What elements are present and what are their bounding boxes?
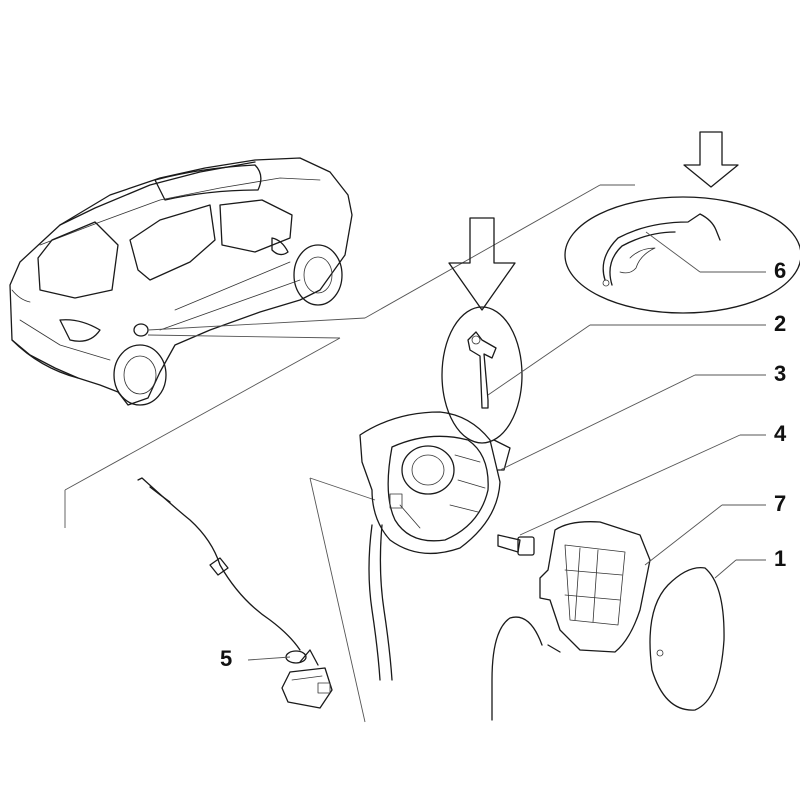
detail-ellipse-part-6 xyxy=(564,196,800,314)
callout-3: 3 xyxy=(774,361,786,386)
callout-5: 5 xyxy=(220,646,232,671)
part-3-filler-housing xyxy=(359,411,511,681)
view-projection-lines xyxy=(64,184,635,723)
callout-6: 6 xyxy=(774,258,786,283)
part-1-flap-cover xyxy=(649,566,725,711)
part-4-screw xyxy=(497,534,535,556)
car-fuel-door-icon xyxy=(133,323,149,337)
callout-leaders xyxy=(247,231,766,661)
detail-ellipse-part-2 xyxy=(441,306,523,444)
callout-4: 4 xyxy=(774,421,787,446)
callout-labels: 6 2 3 4 7 1 5 xyxy=(220,258,787,671)
part-7-flap-bracket xyxy=(491,521,651,721)
callout-1: 1 xyxy=(774,546,786,571)
callout-2: 2 xyxy=(774,311,786,336)
down-arrow-icon xyxy=(448,217,516,311)
down-arrow-icon xyxy=(683,131,739,188)
callout-7: 7 xyxy=(774,491,786,516)
car-illustration xyxy=(9,157,353,406)
part-5-release-cable xyxy=(137,477,333,709)
